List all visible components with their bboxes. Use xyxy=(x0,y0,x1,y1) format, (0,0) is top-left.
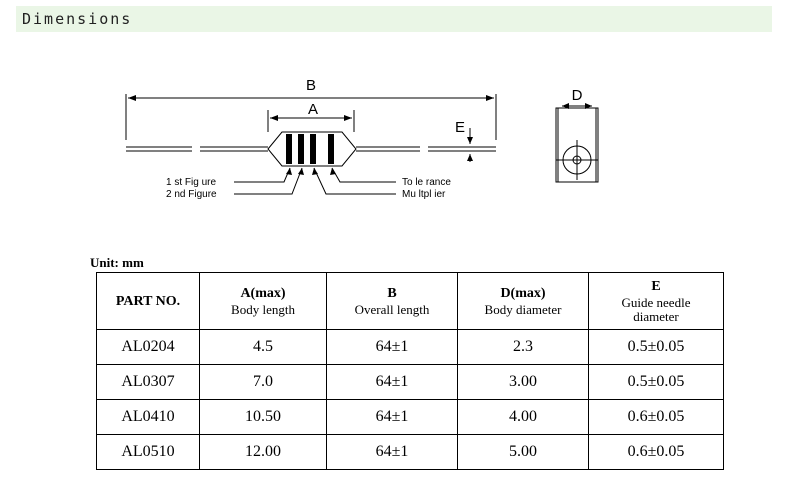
cell-part-no: AL0307 xyxy=(96,364,200,400)
cell-b: 64±1 xyxy=(326,434,458,470)
section-title: Dimensions xyxy=(22,10,133,28)
dimension-label-b: B xyxy=(306,77,316,94)
cell-a: 12.00 xyxy=(199,434,327,470)
cell-d: 5.00 xyxy=(457,434,589,470)
cell-b: 64±1 xyxy=(326,399,458,435)
header-a-title: A(max) xyxy=(240,286,286,301)
cell-d: 3.00 xyxy=(457,364,589,400)
cell-part-no: AL0204 xyxy=(96,329,200,365)
label-tolerance: To le rance xyxy=(402,177,451,188)
header-part-no: PART NO. xyxy=(96,272,200,330)
cell-d: 2.3 xyxy=(457,329,589,365)
header-b: B Overall length xyxy=(326,272,458,330)
label-multiplier: Mu ltpl ier xyxy=(402,189,446,200)
cell-e: 0.6±0.05 xyxy=(588,399,724,435)
header-e-subtitle-1: Guide needle xyxy=(621,295,691,310)
table-row: AL0510 12.00 64±1 5.00 0.6±0.05 xyxy=(96,434,724,470)
cell-e: 0.5±0.05 xyxy=(588,364,724,400)
resistor-dimension-diagram: B A E 1 st Fig ure 2 nd Figure To le ran… xyxy=(125,77,599,200)
header-d-title: D(max) xyxy=(500,286,546,301)
dimensions-table: PART NO. A(max) Body length B Overall le… xyxy=(96,272,724,470)
table-header-row: PART NO. A(max) Body length B Overall le… xyxy=(96,272,724,330)
cell-a: 7.0 xyxy=(199,364,327,400)
header-e: E Guide needle diameter xyxy=(588,272,724,330)
cell-part-no: AL0410 xyxy=(96,399,200,435)
header-e-subtitle-2: diameter xyxy=(633,309,679,324)
label-first-figure: 1 st Fig ure xyxy=(166,177,216,188)
cell-a: 10.50 xyxy=(199,399,327,435)
table-row: AL0410 10.50 64±1 4.00 0.6±0.05 xyxy=(96,399,724,435)
header-b-subtitle: Overall length xyxy=(354,302,430,317)
header-part-no-label: PART NO. xyxy=(115,294,181,309)
cell-b: 64±1 xyxy=(326,364,458,400)
header-d: D(max) Body diameter xyxy=(457,272,589,330)
cell-part-no: AL0510 xyxy=(96,434,200,470)
header-a-subtitle: Body length xyxy=(231,302,295,317)
label-second-figure: 2 nd Figure xyxy=(166,189,217,200)
header-e-title: E xyxy=(651,279,661,294)
cell-a: 4.5 xyxy=(199,329,327,365)
table-row: AL0307 7.0 64±1 3.00 0.5±0.05 xyxy=(96,364,724,400)
cell-e: 0.5±0.05 xyxy=(588,329,724,365)
header-d-subtitle: Body diameter xyxy=(484,302,562,317)
table-row: AL0204 4.5 64±1 2.3 0.5±0.05 xyxy=(96,329,724,365)
header-b-title: B xyxy=(387,286,397,301)
cell-d: 4.00 xyxy=(457,399,589,435)
cell-e: 0.6±0.05 xyxy=(588,434,724,470)
section-header: Dimensions xyxy=(16,6,772,32)
unit-label: Unit: mm xyxy=(90,255,144,270)
cell-b: 64±1 xyxy=(326,329,458,365)
dimension-label-e: E xyxy=(455,119,465,136)
dimension-label-d: D xyxy=(572,87,583,104)
header-a: A(max) Body length xyxy=(199,272,327,330)
dimension-label-a: A xyxy=(308,101,318,118)
